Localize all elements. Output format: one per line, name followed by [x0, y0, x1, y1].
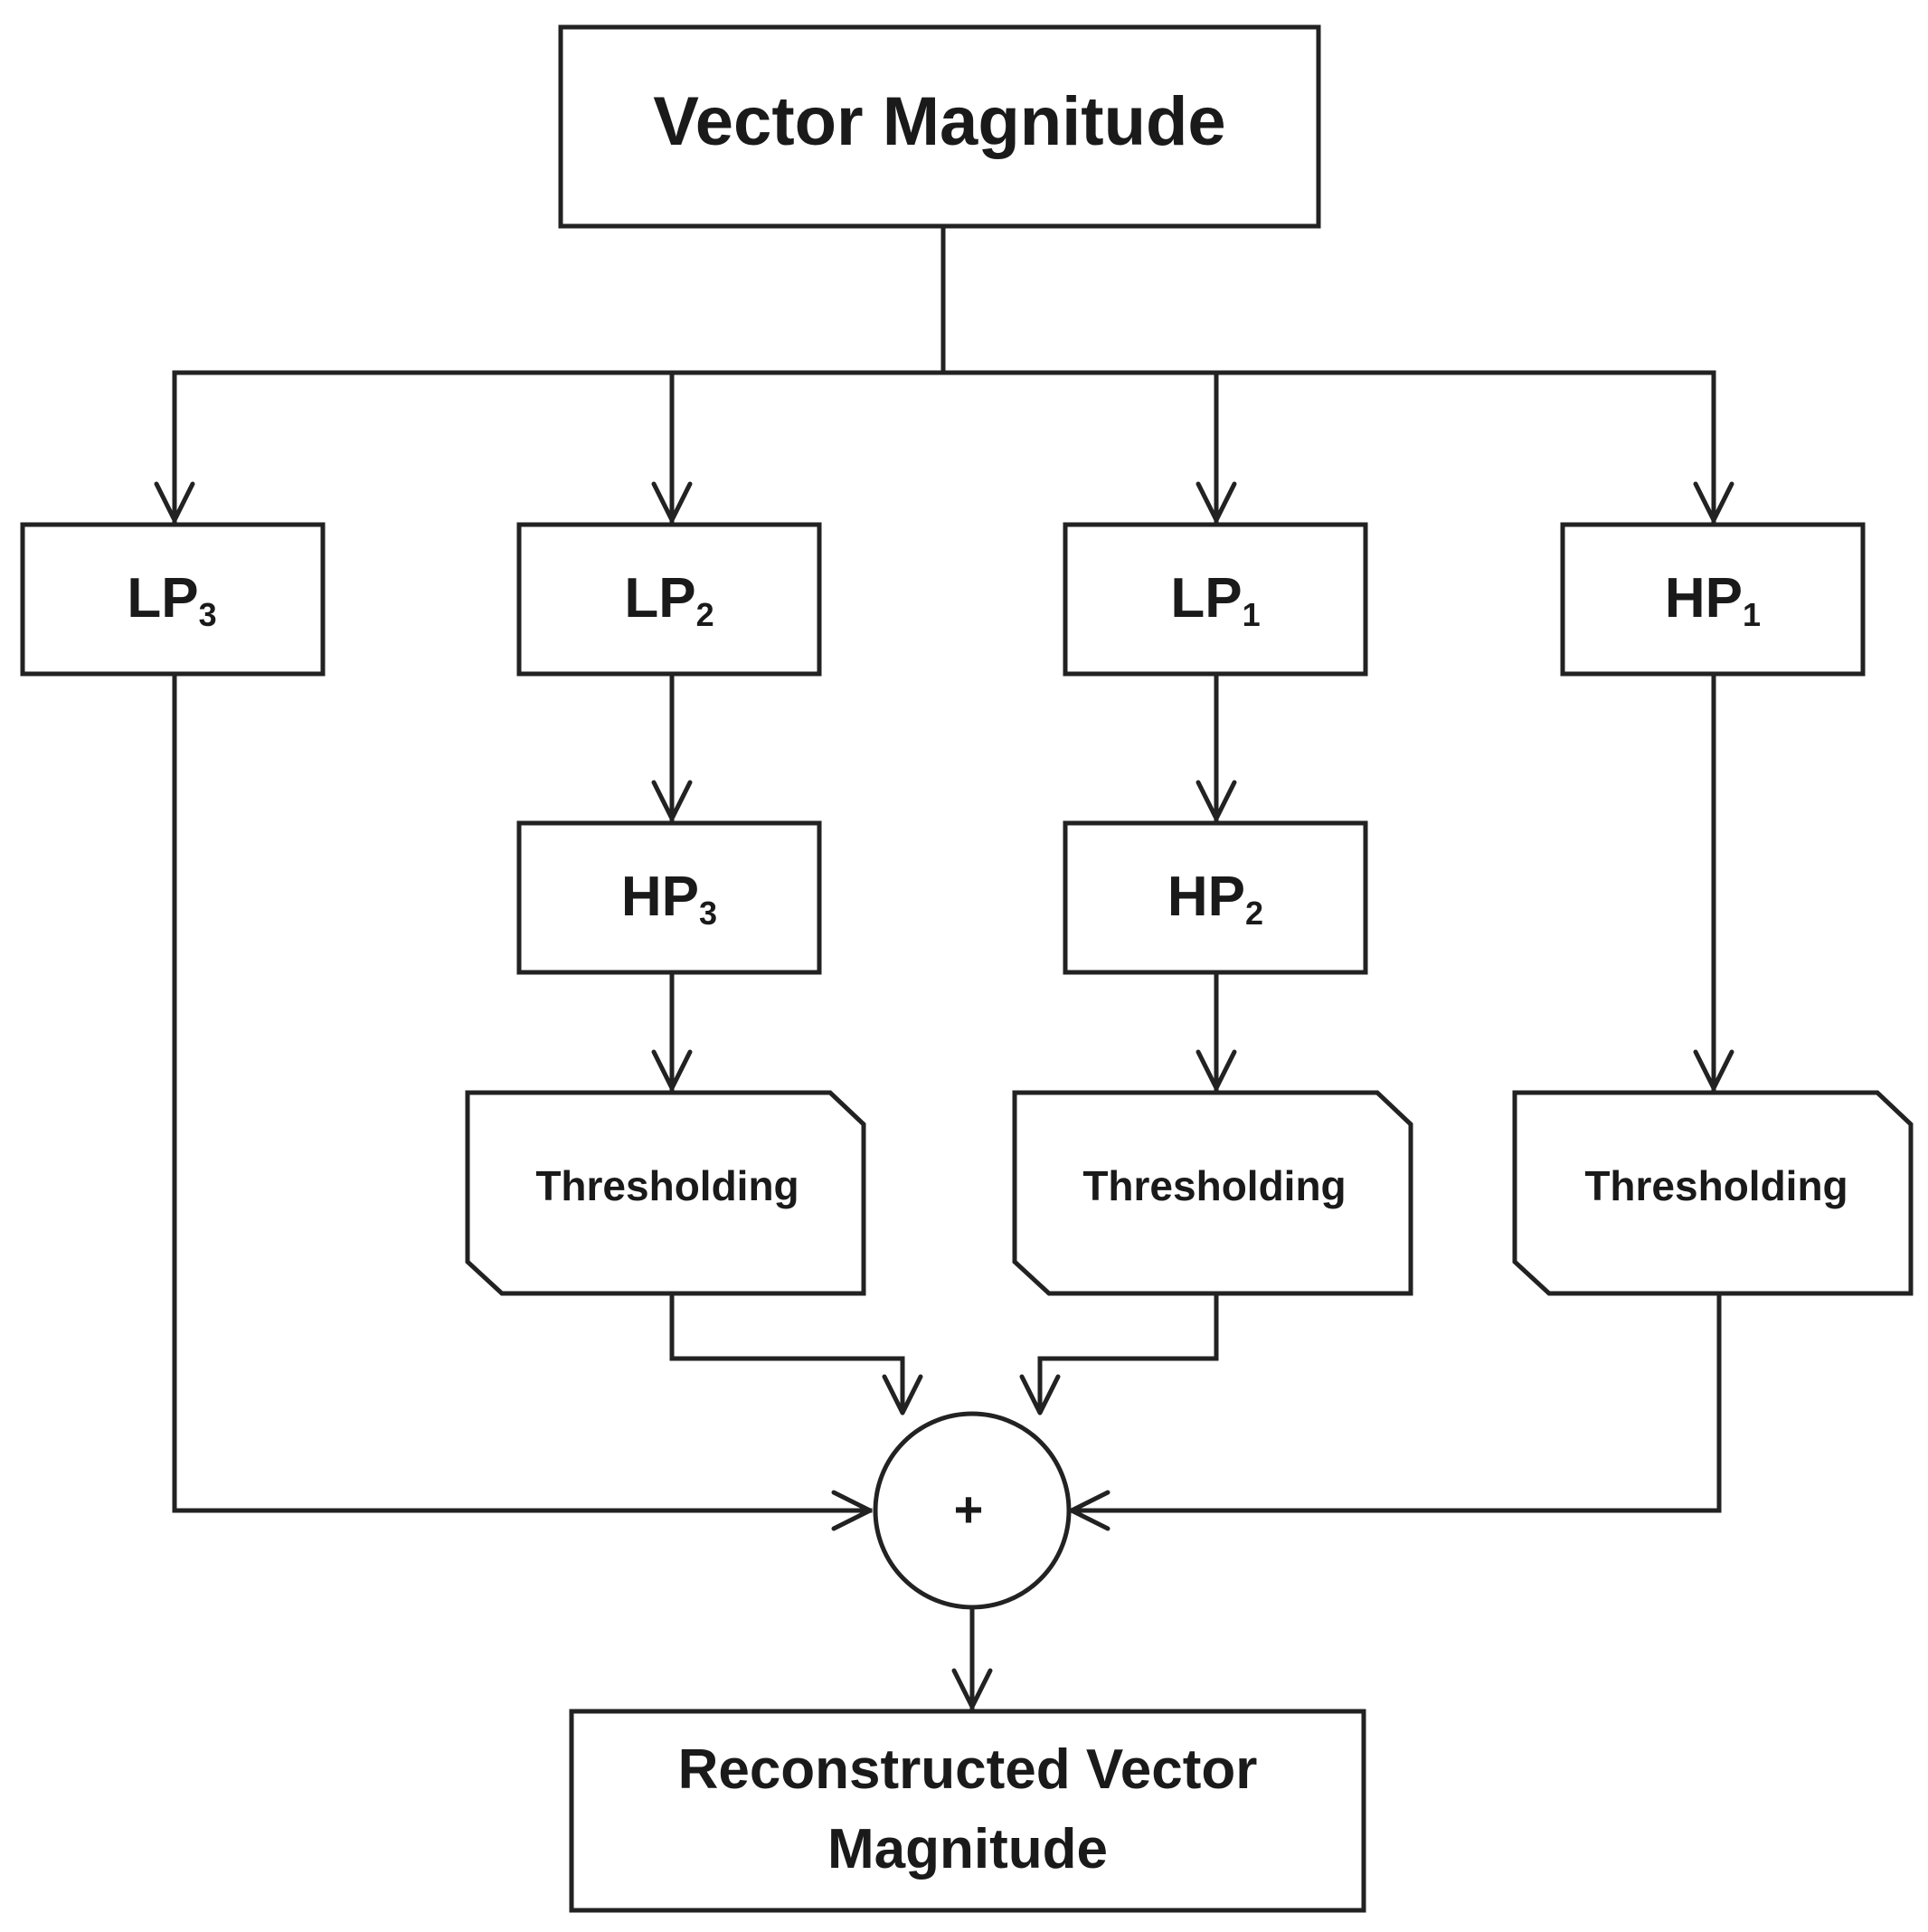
lp2-subscript: 2	[696, 596, 714, 633]
edge-thrA-sum	[669, 1291, 905, 1414]
node-hp3: HP3	[516, 820, 822, 975]
arrowhead-sum-topB	[1019, 1374, 1061, 1416]
node-lp3: LP3	[20, 522, 326, 677]
hp1-base: HP	[1665, 567, 1743, 630]
thresholding-b-label: Thresholding	[1082, 1162, 1346, 1209]
thresholding-c-label: Thresholding	[1584, 1162, 1848, 1209]
node-thresholding-a: Thresholding	[465, 1090, 866, 1296]
node-hp1: HP1	[1560, 522, 1866, 677]
summation-circle	[873, 1411, 1072, 1610]
thresholding-a-label: Thresholding	[535, 1162, 799, 1209]
lp1-label: LP1	[1170, 567, 1260, 633]
edge-lp3-sum	[172, 671, 873, 1513]
lp3-base: LP	[127, 567, 198, 630]
hp2-box	[1063, 820, 1368, 975]
lp3-box	[20, 522, 326, 677]
node-summation: +	[873, 1411, 1072, 1610]
hp1-box	[1560, 522, 1866, 677]
arrowhead-lp1	[1196, 481, 1237, 523]
edge-thrB-sum	[1037, 1291, 1219, 1414]
connectors	[172, 223, 1722, 1709]
source-label: Vector Magnitude	[653, 83, 1225, 160]
arrowhead-sum-right	[1069, 1490, 1110, 1531]
node-lp2: LP2	[516, 522, 822, 677]
hp1-subscript: 1	[1743, 596, 1761, 633]
hp3-label: HP3	[621, 866, 717, 932]
lp1-box	[1063, 522, 1368, 677]
arrowheads	[154, 481, 1734, 1709]
node-lp1: LP1	[1063, 522, 1368, 677]
lp1-base: LP	[1170, 567, 1242, 630]
arrowhead-hp3	[651, 780, 693, 821]
thresholding-a-shape	[465, 1090, 866, 1296]
lp2-label: LP2	[624, 567, 714, 633]
edge-thrC-sum	[1069, 1291, 1722, 1513]
output-label-line2: Magnitude	[827, 1818, 1108, 1880]
thresholding-c-shape	[1512, 1090, 1914, 1296]
summation-label: +	[954, 1481, 984, 1538]
lp3-subscript: 3	[199, 596, 217, 633]
arrowhead-hp2	[1196, 780, 1237, 821]
source-box	[558, 24, 1321, 229]
arrowhead-thrA	[651, 1049, 693, 1091]
lp3-label: LP3	[127, 567, 216, 633]
hp2-label: HP2	[1167, 866, 1263, 932]
hp3-subscript: 3	[699, 895, 717, 932]
node-reconstructed: Reconstructed Vector Magnitude	[569, 1709, 1366, 1913]
lp1-subscript: 1	[1243, 596, 1261, 633]
hp3-base: HP	[621, 866, 699, 928]
lp2-base: LP	[624, 567, 695, 630]
node-thresholding-b: Thresholding	[1012, 1090, 1413, 1296]
arrowhead-thrC	[1693, 1049, 1734, 1091]
hp3-box	[516, 820, 822, 975]
arrowhead-thrB	[1196, 1049, 1237, 1091]
arrowhead-hp1	[1693, 481, 1734, 523]
output-label-line1: Reconstructed Vector	[678, 1738, 1258, 1801]
node-hp2: HP2	[1063, 820, 1368, 975]
arrowhead-lp3	[154, 481, 195, 523]
node-vector-magnitude: Vector Magnitude	[558, 24, 1321, 229]
node-thresholding-c: Thresholding	[1512, 1090, 1914, 1296]
hp2-subscript: 2	[1245, 895, 1263, 932]
arrowhead-output	[951, 1668, 993, 1709]
hp1-label: HP1	[1665, 567, 1761, 633]
lp2-box	[516, 522, 822, 677]
arrowhead-sum-topA	[882, 1374, 923, 1416]
arrowhead-lp2	[651, 481, 693, 523]
arrowhead-sum-left	[831, 1490, 873, 1531]
output-box	[569, 1709, 1366, 1913]
hp2-base: HP	[1167, 866, 1245, 928]
thresholding-b-shape	[1012, 1090, 1413, 1296]
